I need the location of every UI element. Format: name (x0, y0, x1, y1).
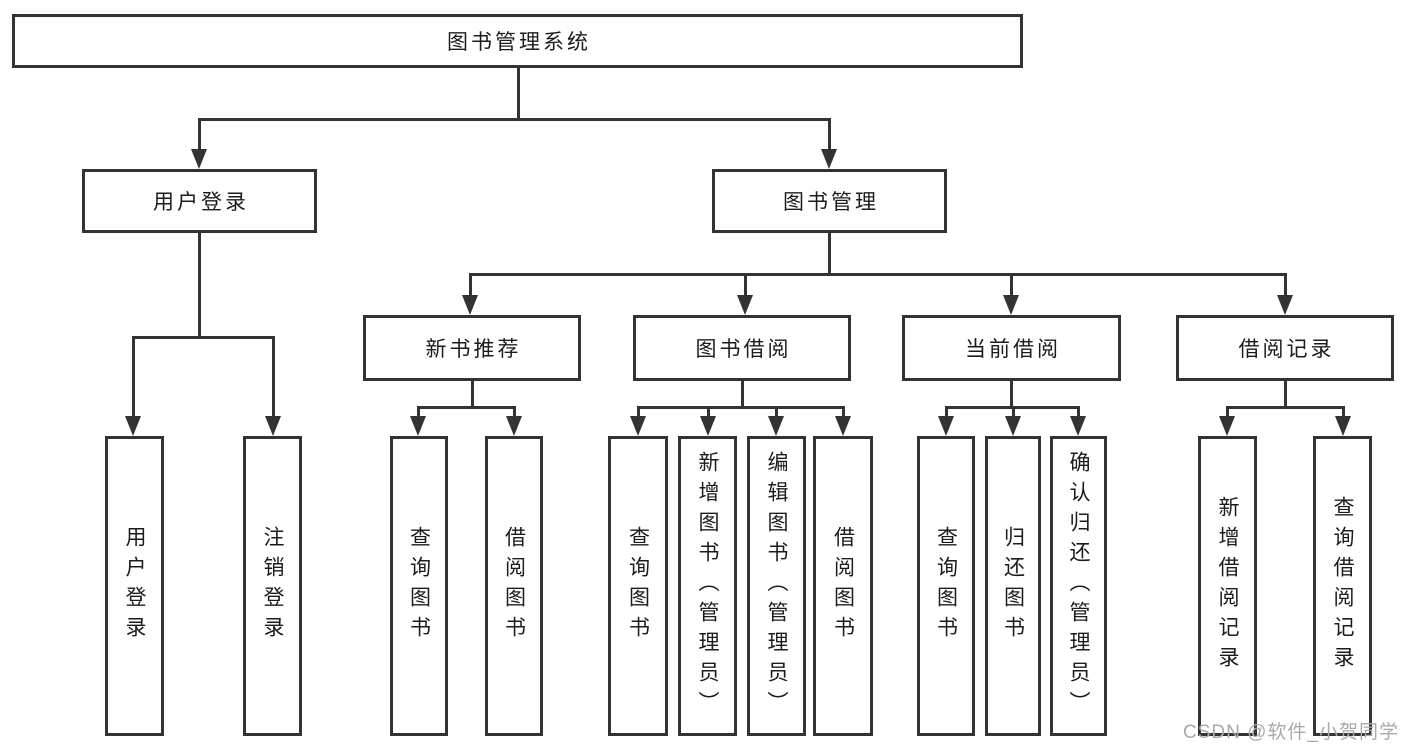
connector-line (775, 406, 778, 418)
connector-line (1226, 406, 1229, 418)
arrow-down-icon (191, 149, 207, 169)
connector-line (744, 273, 747, 295)
arrow-down-icon (737, 295, 753, 315)
leaf-current-confirm-return-admin: 确认归还（管理员） (1050, 436, 1107, 736)
csdn-watermark: CSDN @软件_小贺同学 (1183, 722, 1399, 743)
arrow-down-icon (265, 416, 281, 436)
arrow-down-icon (630, 416, 646, 436)
arrow-down-icon (1003, 295, 1019, 315)
connector-line (741, 381, 744, 409)
arrow-down-icon (768, 416, 784, 436)
connector-line (417, 406, 420, 418)
connector-line (828, 233, 831, 276)
arrow-down-icon (462, 295, 478, 315)
connector-line (1342, 406, 1345, 418)
connector-line (1012, 406, 1015, 418)
connector-line (707, 406, 710, 418)
node-current-borrowing: 当前借阅 (902, 315, 1121, 381)
arrow-down-icon (1070, 416, 1086, 436)
arrow-down-icon (700, 416, 716, 436)
node-book-borrowing: 图书借阅 (633, 315, 851, 381)
leaf-logout: 注销登录 (243, 436, 302, 736)
leaf-records-query-record: 查询借阅记录 (1313, 436, 1372, 736)
arrow-down-icon (125, 416, 141, 436)
connector-line (417, 406, 516, 409)
arrow-down-icon (835, 416, 851, 436)
connector-line (1284, 273, 1287, 295)
connector-line (469, 273, 1287, 276)
node-new-book-recommend: 新书推荐 (363, 315, 581, 381)
leaf-current-return-book: 归还图书 (985, 436, 1041, 736)
arrow-down-icon (1219, 416, 1235, 436)
leaf-borrowing-borrow-book: 借阅图书 (813, 436, 873, 736)
connector-line (198, 118, 201, 149)
connector-line (637, 406, 640, 418)
arrow-down-icon (1277, 295, 1293, 315)
connector-line (471, 381, 474, 409)
connector-line (198, 118, 831, 121)
connector-line (132, 336, 275, 339)
connector-line (1077, 406, 1080, 418)
connector-line (132, 336, 135, 416)
arrow-down-icon (1005, 416, 1021, 436)
connector-line (513, 406, 516, 418)
connector-line (1010, 273, 1013, 295)
arrow-down-icon (506, 416, 522, 436)
connector-line (198, 233, 201, 339)
leaf-current-query-book: 查询图书 (917, 436, 975, 736)
connector-line (1284, 381, 1287, 409)
leaf-user-login: 用户登录 (105, 436, 164, 736)
node-borrowing-records: 借阅记录 (1176, 315, 1394, 381)
connector-line (637, 406, 845, 409)
leaf-recommend-borrow-book: 借阅图书 (485, 436, 543, 736)
leaf-borrowing-add-book-admin: 新增图书（管理员） (678, 436, 737, 736)
connector-line (517, 68, 520, 120)
node-root: 图书管理系统 (12, 14, 1023, 68)
connector-line (828, 118, 831, 149)
connector-line (469, 273, 472, 295)
arrow-down-icon (938, 416, 954, 436)
node-user-login: 用户登录 (82, 169, 317, 233)
arrow-down-icon (1335, 416, 1351, 436)
connector-line (842, 406, 845, 418)
connector-line (1226, 406, 1344, 409)
leaf-recommend-query-book: 查询图书 (390, 436, 448, 736)
arrow-down-icon (821, 149, 837, 169)
arrow-down-icon (410, 416, 426, 436)
node-book-management: 图书管理 (712, 169, 947, 233)
connector-line (945, 406, 948, 418)
leaf-records-add-record: 新增借阅记录 (1198, 436, 1257, 736)
connector-line (272, 336, 275, 416)
leaf-borrowing-query-book: 查询图书 (608, 436, 668, 736)
leaf-borrowing-edit-book-admin: 编辑图书（管理员） (747, 436, 806, 736)
connector-line (1010, 381, 1013, 409)
